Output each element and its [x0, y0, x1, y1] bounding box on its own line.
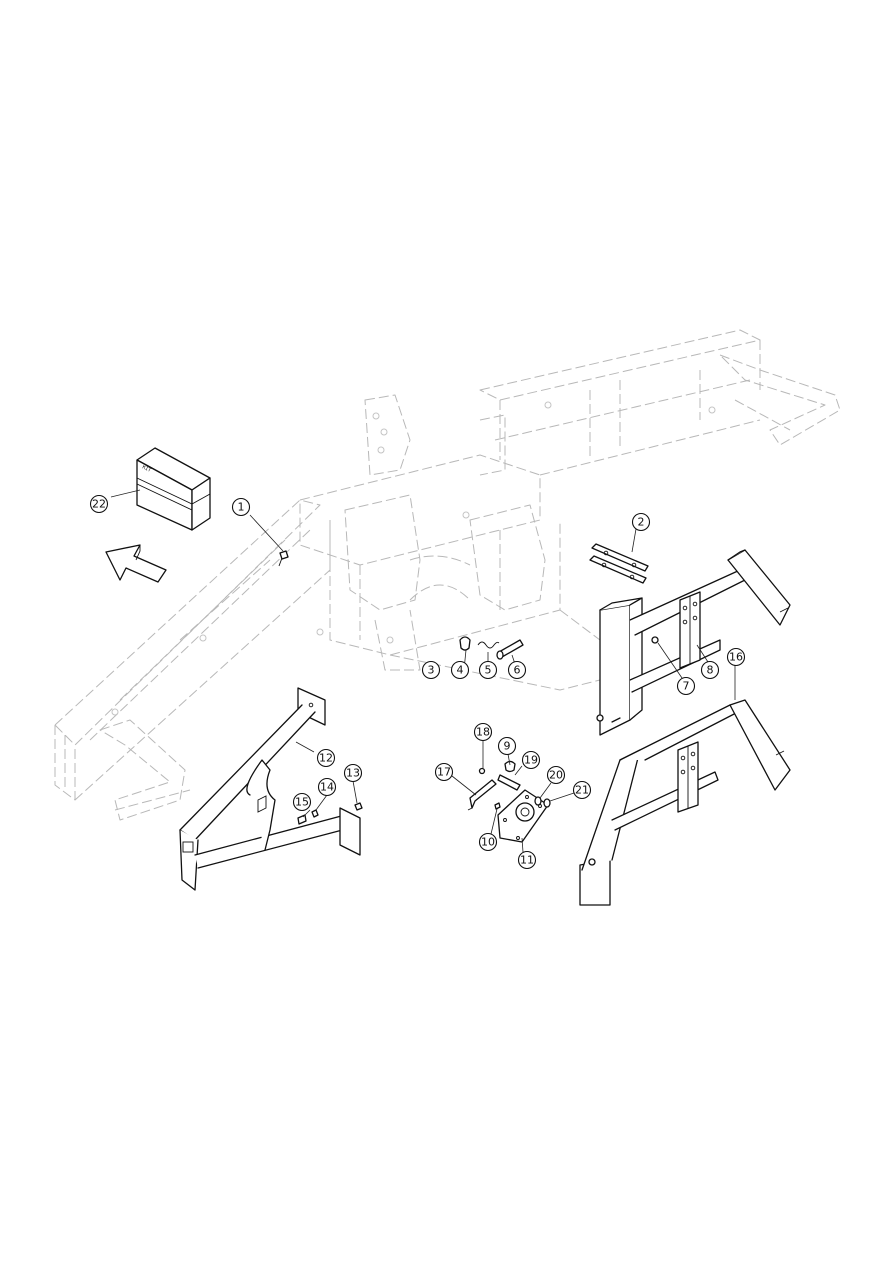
- callout-5: 5: [478, 660, 498, 680]
- callout-13-label: 13: [346, 767, 360, 780]
- callout-19-label: 19: [524, 754, 538, 767]
- callout-3-label: 3: [428, 664, 435, 677]
- callout-14: 14: [317, 777, 337, 797]
- fasteners-13-15: [297, 802, 363, 825]
- bolt-part-1: [278, 550, 289, 567]
- callout-2-label: 2: [638, 516, 645, 529]
- callout-7-label: 7: [683, 680, 690, 693]
- callout-8: 8: [700, 660, 720, 680]
- callout-14-label: 14: [320, 781, 334, 794]
- callout-6: 6: [507, 660, 527, 680]
- callout-12: 12: [316, 748, 336, 768]
- svg-text:KIT: KIT: [141, 464, 152, 473]
- callout-20: 20: [546, 765, 566, 785]
- callout-22-label: 22: [92, 498, 106, 511]
- main-frame-ghost: [54, 329, 841, 821]
- parts-kit-box: KIT: [136, 447, 211, 531]
- a-frame-stand-upper: [596, 549, 791, 736]
- callout-16-label: 16: [729, 651, 743, 664]
- callout-4-label: 4: [457, 664, 464, 677]
- small-hardware-3-6: [459, 636, 524, 660]
- callout-7: 7: [676, 676, 696, 696]
- callout-19: 19: [521, 750, 541, 770]
- callout-9: 9: [497, 736, 517, 756]
- callout-1-label: 1: [238, 501, 245, 514]
- callout-16: 16: [726, 647, 746, 667]
- callout-3: 3: [421, 660, 441, 680]
- callout-2: 2: [631, 512, 651, 532]
- callout-18-label: 18: [476, 726, 490, 739]
- link-plates-part-2: [589, 543, 649, 584]
- callout-13: 13: [343, 763, 363, 783]
- callout-5-label: 5: [485, 664, 492, 677]
- bearing-plate-assembly: [467, 760, 551, 843]
- callout-15-label: 15: [295, 796, 309, 809]
- angled-bracket-part-12: [179, 687, 361, 891]
- a-frame-stand-lower: [579, 699, 791, 906]
- callout-6-label: 6: [514, 664, 521, 677]
- callout-10-label: 10: [481, 836, 495, 849]
- callout-21: 21: [572, 780, 592, 800]
- callout-18: 18: [473, 722, 493, 742]
- callout-22: 22: [89, 494, 109, 514]
- callout-17: 17: [434, 762, 454, 782]
- callout-10: 10: [478, 832, 498, 852]
- callout-11: 11: [517, 850, 537, 870]
- callout-15: 15: [292, 792, 312, 812]
- callout-12-label: 12: [319, 752, 333, 765]
- callout-9-label: 9: [504, 740, 511, 753]
- callout-4: 4: [450, 660, 470, 680]
- callout-21-label: 21: [575, 784, 589, 797]
- callout-1: 1: [231, 497, 251, 517]
- callout-20-label: 20: [549, 769, 563, 782]
- direction-arrow: [105, 544, 167, 583]
- callout-8-label: 8: [707, 664, 714, 677]
- callout-17-label: 17: [437, 766, 451, 779]
- callout-11-label: 11: [520, 854, 534, 867]
